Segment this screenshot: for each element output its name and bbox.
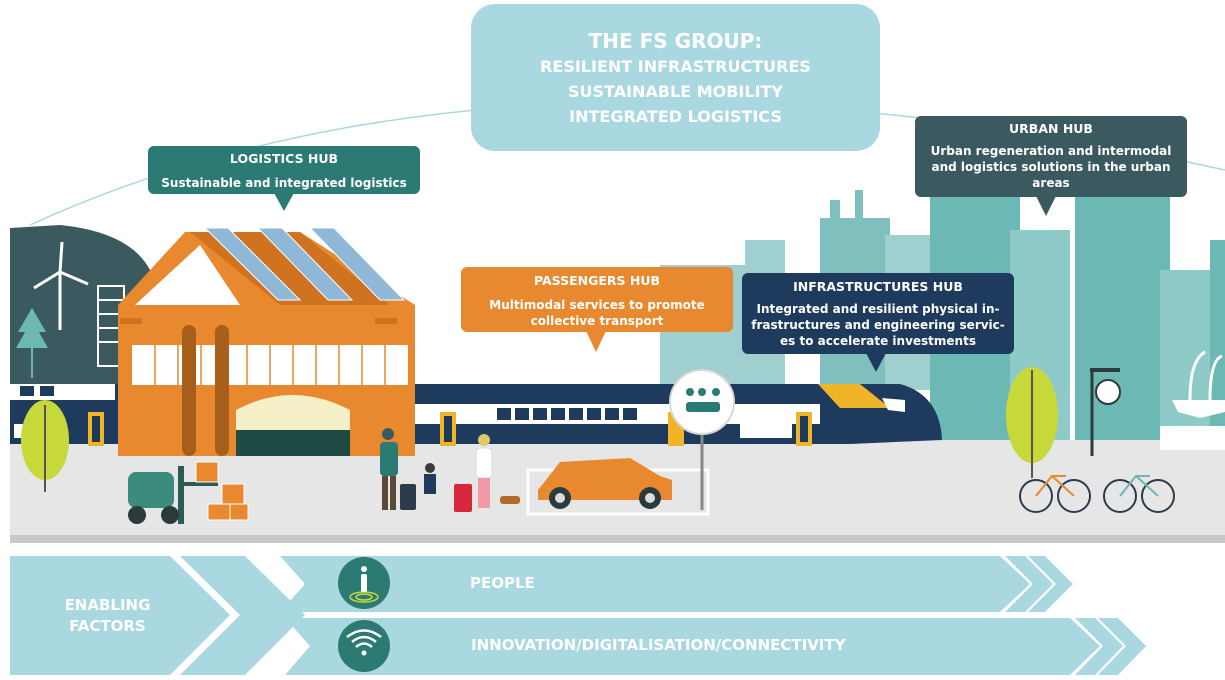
title-heading: THE FS GROUP:	[588, 29, 763, 53]
title-line-1: RESILIENT INFRASTRUCTURES	[540, 57, 811, 76]
enabling-label-line-1: ENABLING	[64, 596, 151, 614]
people-label: PEOPLE	[470, 574, 535, 592]
forklift-icon	[128, 466, 218, 524]
infrastructures-hub-callout: INFRASTRUCTURES HUB Integrated and resil…	[742, 273, 1014, 354]
crates	[195, 461, 249, 521]
enabling-factors-label: ENABLING FACTORS	[40, 595, 175, 637]
hill	[10, 225, 150, 390]
passengers-group	[380, 428, 520, 512]
bicycle-icon	[1019, 474, 1091, 513]
car	[526, 458, 710, 516]
infrastructures-pointer	[866, 353, 886, 372]
ground-edge	[10, 535, 1225, 543]
infrastructures-hub-text-1: Integrated and resilient physical in-	[756, 302, 1000, 316]
passengers-hub-title: PASSENGERS HUB	[533, 273, 661, 288]
urban-hub-text-2: and logistics solutions in the urban	[931, 160, 1171, 174]
location-pin-icon	[669, 369, 735, 510]
tree-icon	[1006, 367, 1058, 478]
logistics-hub-callout: LOGISTICS HUB Sustainable and integrated…	[148, 146, 420, 194]
wifi-icon	[338, 620, 390, 672]
infrastructures-hub-text-2: frastructures and engineering servic-	[751, 318, 1005, 332]
passengers-hub-text-2: collective transport	[530, 314, 664, 328]
innovation-label: INNOVATION/DIGITALISATION/CONNECTIVITY	[471, 636, 846, 654]
person-icon	[338, 557, 390, 609]
passengers-hub-text-1: Multimodal services to promote	[489, 298, 705, 312]
passengers-pointer	[586, 331, 606, 352]
urban-pointer	[1036, 196, 1056, 216]
urban-hub-text-3: areas	[1032, 176, 1070, 190]
clock-icon	[1090, 368, 1121, 456]
urban-hub-callout: URBAN HUB Urban regeneration and intermo…	[915, 116, 1187, 197]
enabling-label-line-2: FACTORS	[69, 617, 146, 635]
urban-hub-text-1: Urban regeneration and intermodal	[930, 144, 1172, 158]
infrastructures-hub-text-3: es to accelerate investments	[780, 334, 976, 348]
title-line-3: INTEGRATED LOGISTICS	[569, 107, 782, 126]
logistics-warehouse	[118, 227, 415, 456]
passengers-hub-callout: PASSENGERS HUB Multimodal services to pr…	[461, 267, 733, 332]
bicycle-icon	[1103, 474, 1175, 513]
fountain	[1160, 350, 1225, 450]
urban-hub-title: URBAN HUB	[1009, 121, 1093, 136]
title-box: THE FS GROUP: RESILIENT INFRASTRUCTURES …	[471, 4, 880, 151]
logistics-hub-text: Sustainable and integrated logistics	[161, 176, 407, 190]
wind-turbine-icon	[33, 241, 89, 330]
logistics-pointer	[274, 193, 294, 211]
logistics-hub-title: LOGISTICS HUB	[229, 151, 339, 166]
title-line-2: SUSTAINABLE MOBILITY	[567, 82, 784, 101]
infrastructures-hub-title: INFRASTRUCTURES HUB	[793, 279, 963, 294]
enabling-factors-band	[10, 556, 1146, 675]
tree-icon	[21, 400, 69, 492]
pine-tree-icon	[16, 308, 48, 378]
